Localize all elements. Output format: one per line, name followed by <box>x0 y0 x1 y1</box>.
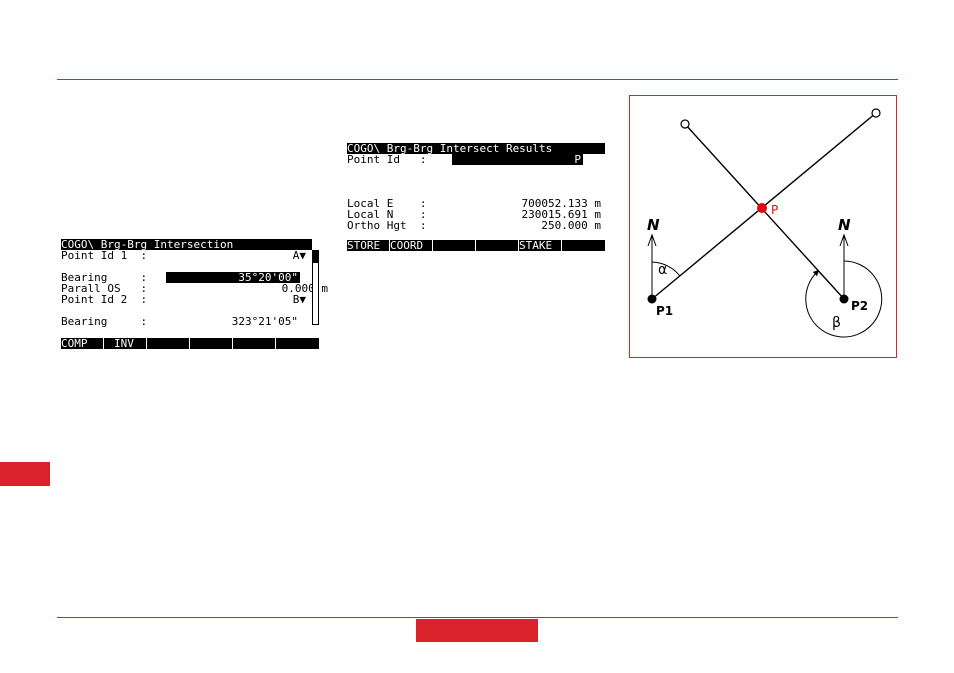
softkey-empty[interactable] <box>233 338 276 349</box>
north-label-p1: N <box>647 216 660 234</box>
footer-tab <box>416 619 538 642</box>
point-p1-label: P1 <box>656 304 673 318</box>
softkey-empty[interactable] <box>276 338 319 349</box>
scrollbar-thumb[interactable] <box>313 251 318 263</box>
softkey-empty[interactable] <box>476 240 519 251</box>
softkey-empty[interactable] <box>562 240 605 251</box>
bearing-2-input[interactable]: 323°21'05" <box>186 316 298 327</box>
field-label: Point Id 1 : <box>61 250 147 261</box>
softkey-empty[interactable] <box>147 338 190 349</box>
footer-rule <box>57 617 898 618</box>
point-p-label: P <box>771 203 778 217</box>
header-rule <box>57 79 898 80</box>
point-p <box>757 203 767 213</box>
softkey-empty[interactable] <box>433 240 476 251</box>
point-id-value[interactable]: P <box>452 154 583 165</box>
far-point-left <box>681 120 689 128</box>
results-screen: COGO\ Brg-Brg Intersect Results Point Id… <box>347 143 605 253</box>
point-p2 <box>840 295 849 304</box>
alpha-label: α <box>658 262 667 278</box>
softkey-bar: STORE COORD STAKE <box>347 240 605 251</box>
scrollbar[interactable] <box>312 250 319 325</box>
point-id-2-select[interactable]: B▼ <box>226 294 306 305</box>
softkey-coord[interactable]: COORD <box>390 240 433 251</box>
field-label: Ortho Hgt : <box>347 220 426 231</box>
field-label: Bearing : <box>61 316 147 327</box>
softkey-empty[interactable] <box>190 338 233 349</box>
softkey-inv[interactable]: INV <box>104 338 147 349</box>
ortho-hgt-value: 250.000 m <box>477 220 601 231</box>
field-label: Point Id 2 : <box>61 294 147 305</box>
softkey-comp[interactable]: COMP <box>61 338 104 349</box>
softkey-stake[interactable]: STAKE <box>519 240 562 251</box>
diagram-drawing <box>630 96 898 359</box>
bearing-1-input[interactable]: 35°20'00" <box>166 272 300 283</box>
point-id-1-select[interactable]: A▼ <box>226 250 306 261</box>
north-label-p2: N <box>838 216 851 234</box>
intersection-diagram: N N α β P P1 P2 <box>629 95 897 358</box>
chapter-tab <box>0 462 50 486</box>
field-label: Point Id : <box>347 154 426 165</box>
point-p2-label: P2 <box>851 299 868 313</box>
point-p1 <box>648 295 657 304</box>
softkey-bar: COMP INV <box>61 338 319 349</box>
softkey-store[interactable]: STORE <box>347 240 390 251</box>
far-point-right <box>872 109 880 117</box>
intersection-screen: COGO\ Brg-Brg Intersection Point Id 1 : … <box>61 239 319 349</box>
beta-label: β <box>832 315 841 331</box>
